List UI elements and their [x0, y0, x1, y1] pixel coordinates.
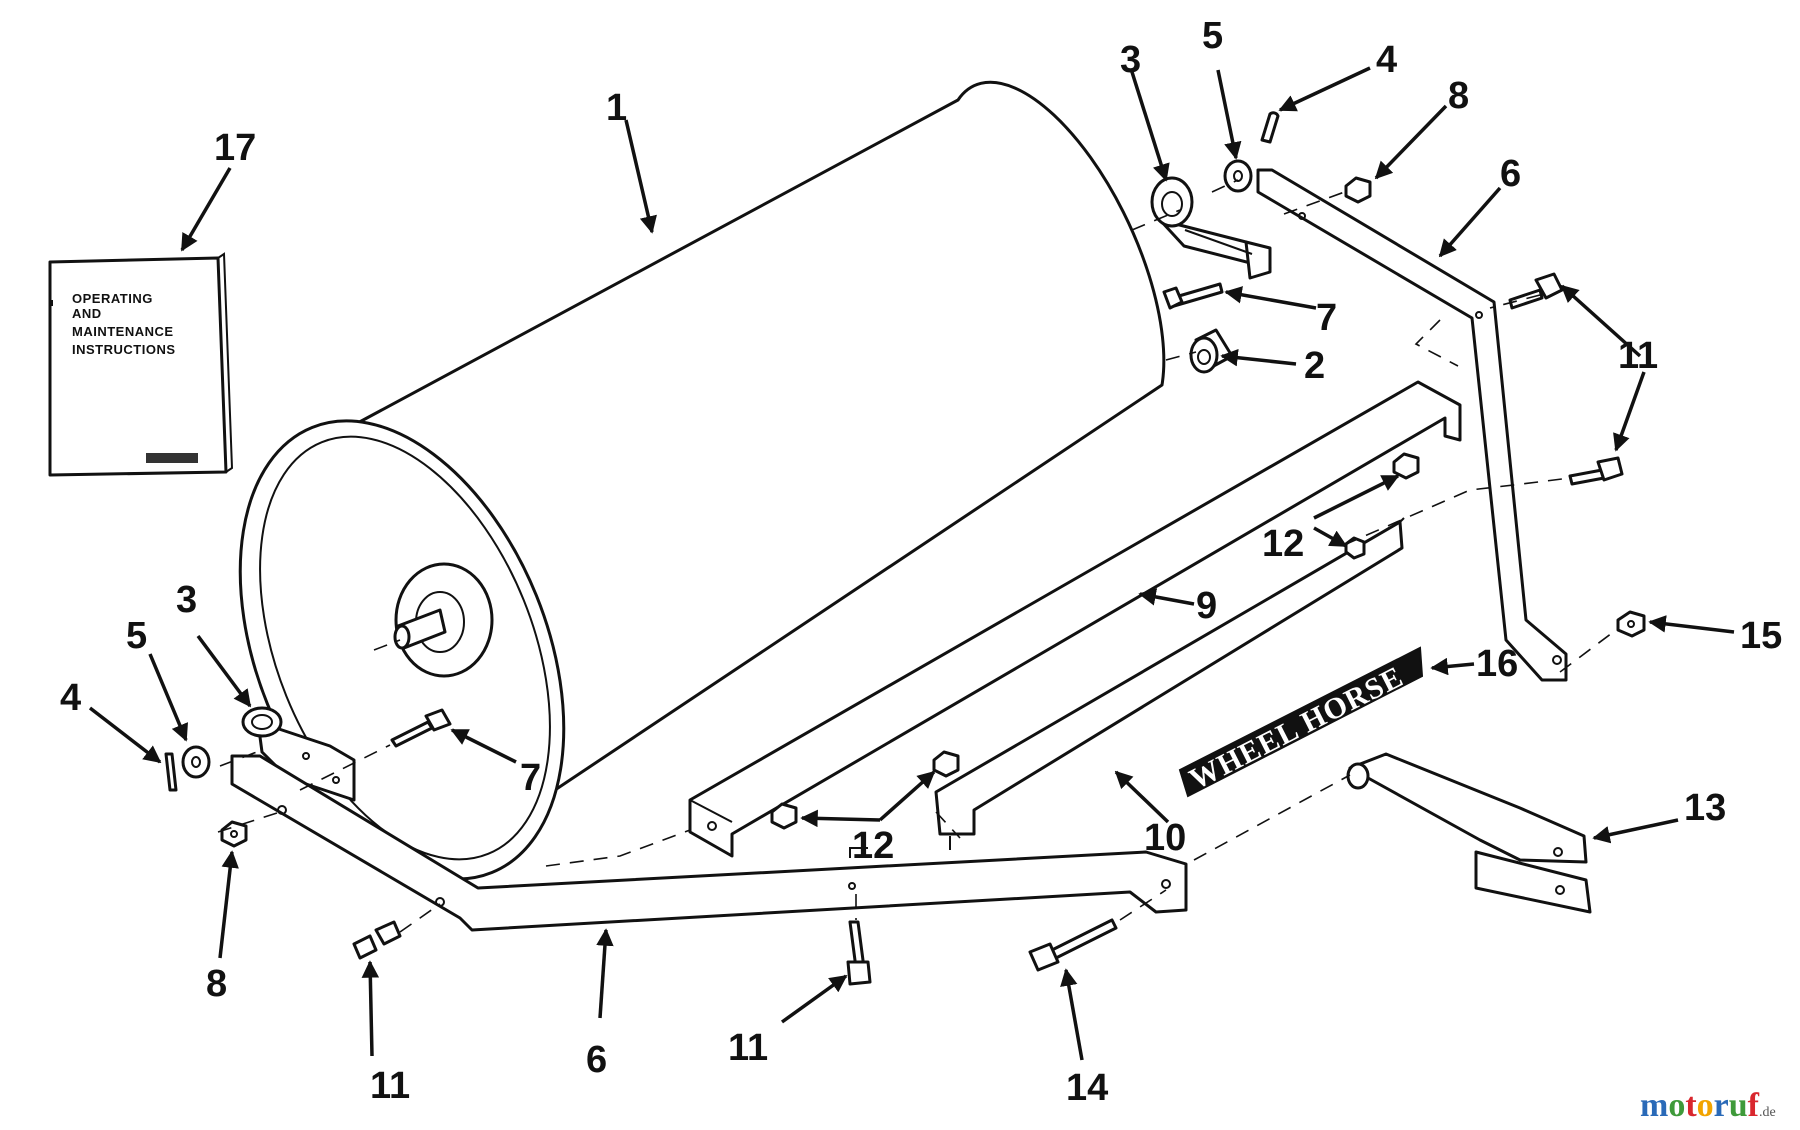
callout-6-right: 6 [1500, 153, 1521, 195]
manual-title-line-1: OPERATING [72, 291, 153, 306]
nut-12-upper [1392, 452, 1420, 480]
bearing-bracket-left [241, 706, 356, 802]
callout-14: 14 [1066, 1067, 1108, 1109]
callout-11-bottom-middle: 11 [728, 1027, 768, 1069]
callout-5-right: 5 [1202, 15, 1223, 57]
washer-right [1223, 159, 1253, 193]
nut-left [220, 820, 248, 848]
nut-12-lower-right [932, 750, 960, 778]
manual-title-line-3: MAINTENANCE [72, 324, 174, 339]
bolt-right-lower-11 [1568, 456, 1624, 486]
assembly-lines [217, 179, 1617, 933]
callout-6-bottom: 6 [586, 1039, 607, 1081]
callout-2: 2 [1304, 345, 1325, 387]
callout-1: 1 [606, 87, 627, 129]
washer-left [181, 745, 211, 779]
callout-12-right: 12 [1262, 523, 1304, 565]
bolt-bottom-left [352, 920, 402, 960]
callout-7-right: 7 [1316, 297, 1337, 339]
side-link-bottom [230, 754, 1188, 932]
bolt-left-upper [390, 708, 452, 748]
callout-8-left: 8 [206, 963, 227, 1005]
nut-right-upper [1344, 176, 1372, 204]
cotter-pin-left [164, 752, 178, 792]
leader-arrows [88, 66, 1735, 1061]
callout-labels: 1 2 3 3 4 4 5 5 6 6 7 7 8 8 9 10 11 11 1… [60, 15, 1782, 1109]
bearing-bracket-right [1150, 176, 1272, 280]
manual-title-line-2: AND [72, 306, 102, 321]
svg-text:motoruf.de: motoruf.de [1640, 1087, 1776, 1124]
callout-8-right: 8 [1448, 75, 1469, 117]
cross-bar [934, 517, 1405, 850]
hitch-bracket [1346, 752, 1592, 914]
callout-3-right: 3 [1120, 39, 1141, 81]
callout-12-bottom: 12 [852, 825, 894, 867]
watermark-logo: motoruf.de [1640, 1087, 1776, 1124]
manual-title-line-4: INSTRUCTIONS [72, 342, 176, 357]
channel-frame [688, 380, 1462, 858]
cotter-pin-right [1260, 111, 1280, 144]
operating-manual: OPERATING AND MAINTENANCE INSTRUCTIONS [48, 252, 234, 477]
callout-11-right: 11 [1618, 335, 1658, 377]
filler-plug [1189, 328, 1234, 374]
callout-3-left: 3 [176, 579, 197, 621]
callout-9: 9 [1196, 585, 1217, 627]
callout-11-bottom-left: 11 [370, 1065, 410, 1107]
callout-7-left: 7 [520, 757, 541, 799]
callout-15: 15 [1740, 615, 1782, 657]
callout-17: 17 [214, 127, 256, 169]
bolt-right-upper [1162, 282, 1224, 310]
bolt-right-upper-11 [1508, 272, 1564, 310]
nut-12-lower-left [770, 802, 798, 830]
long-bolt-14 [1028, 918, 1118, 972]
callout-13: 13 [1684, 787, 1726, 829]
callout-10: 10 [1144, 817, 1186, 859]
bolt-bottom-middle [846, 920, 872, 986]
side-link-right [1256, 168, 1568, 682]
callout-4-right: 4 [1376, 39, 1397, 81]
callout-16: 16 [1476, 643, 1518, 685]
callout-5-left: 5 [126, 615, 147, 657]
nut-15 [1616, 610, 1646, 638]
callout-4-left: 4 [60, 677, 81, 719]
